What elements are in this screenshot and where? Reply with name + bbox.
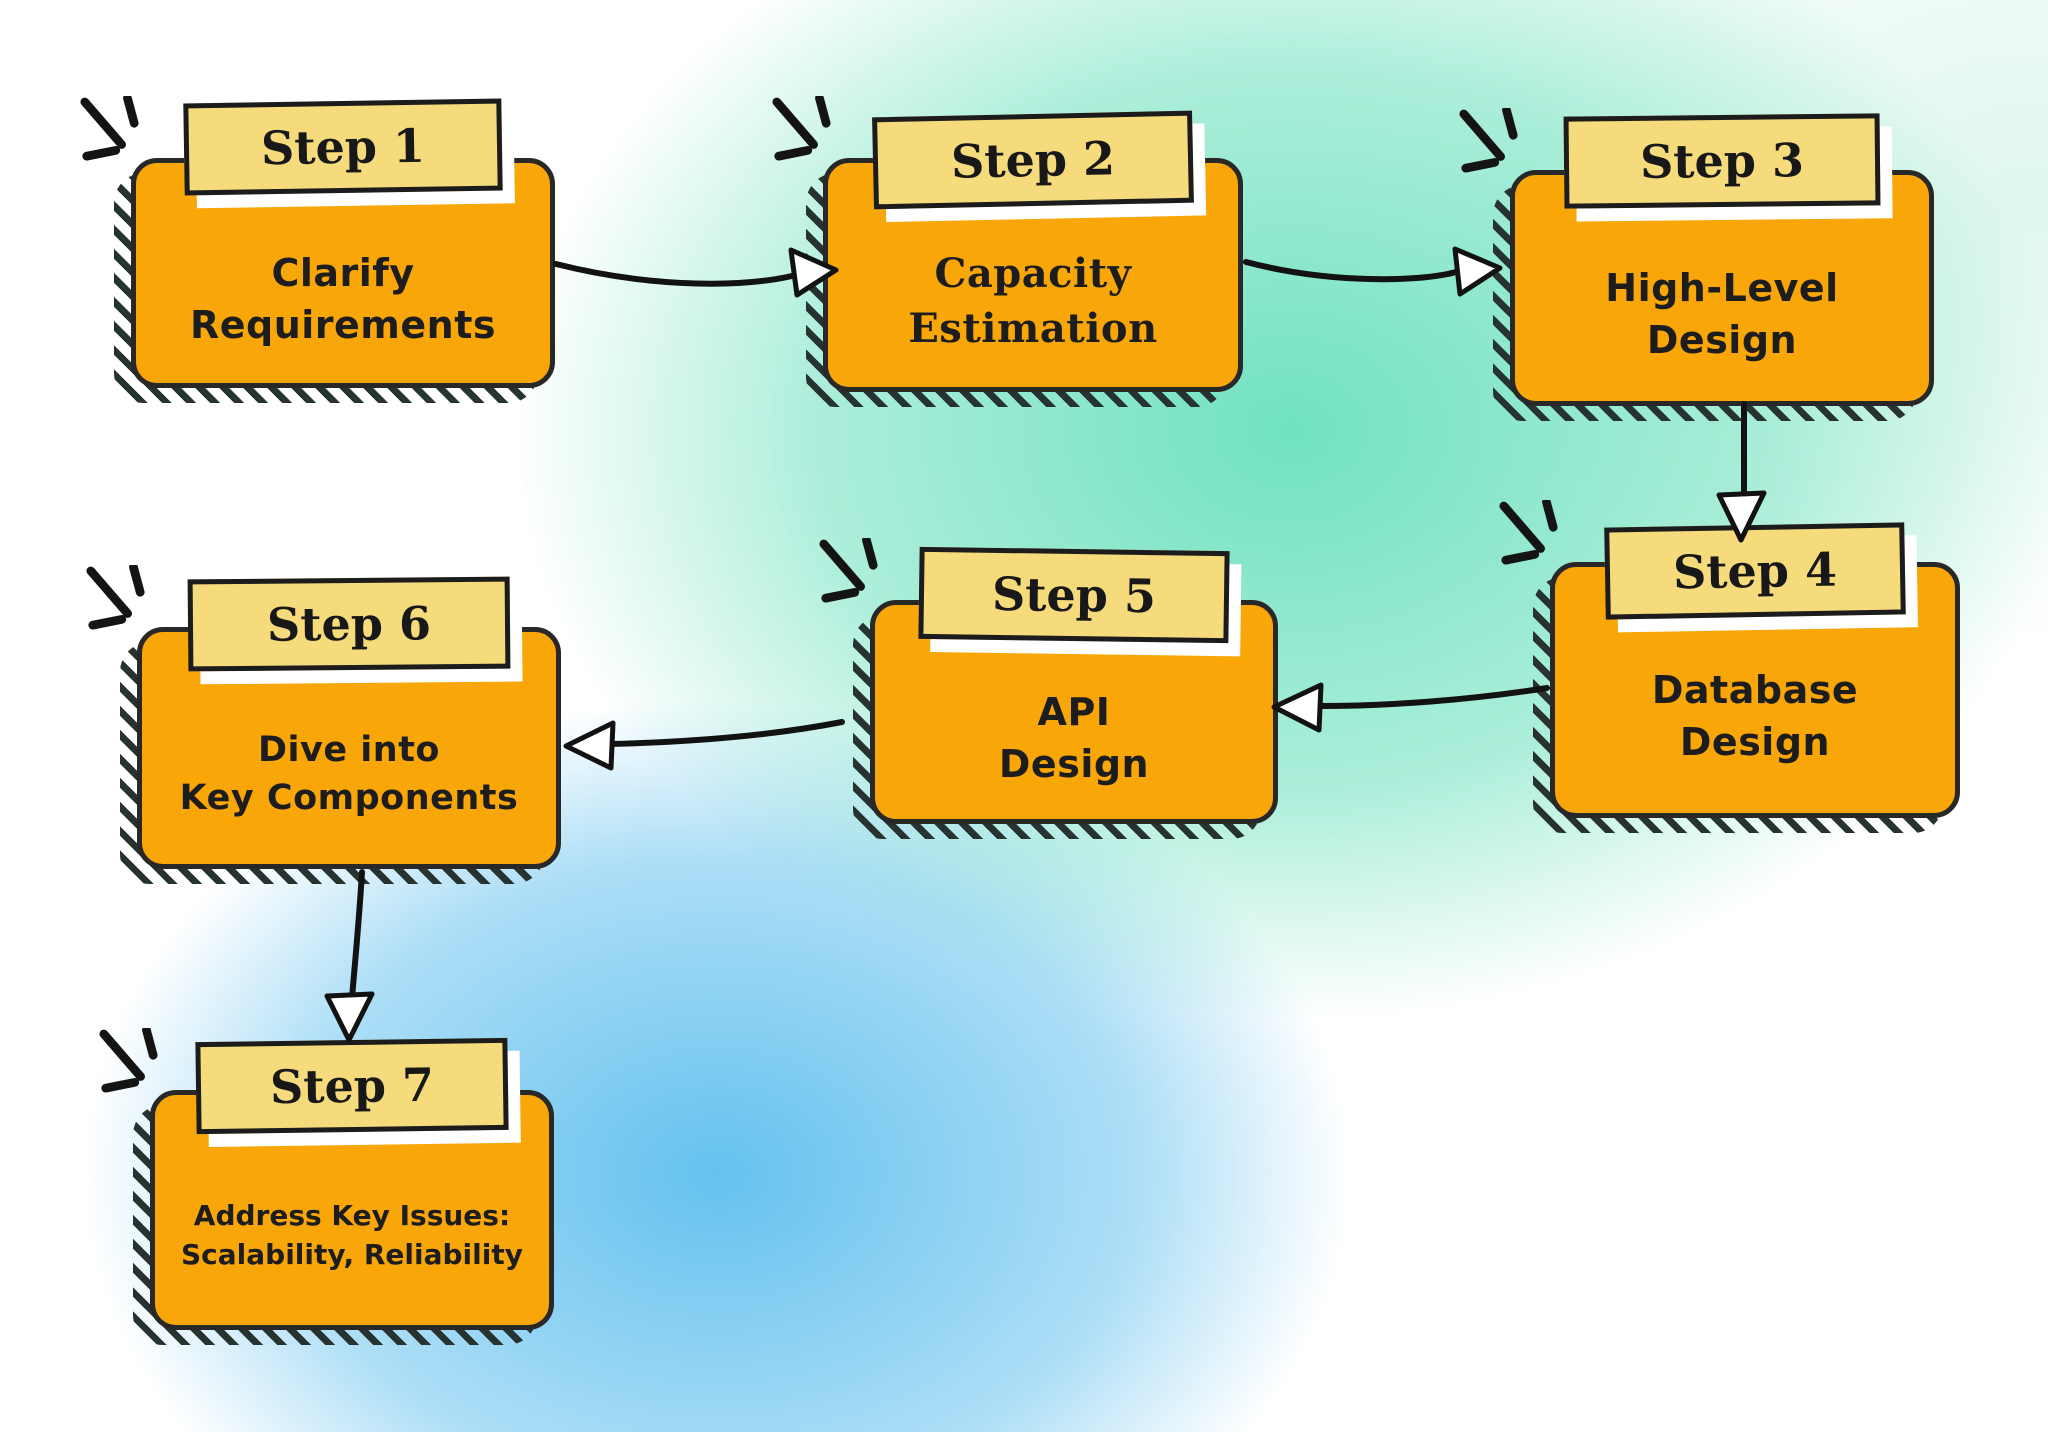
step-7-label: Step 7: [269, 1057, 435, 1115]
step-3-text: High-Level Design: [1605, 265, 1839, 362]
step-3-card: Step 3 High-Level Design: [1459, 108, 1934, 421]
step-1-card: Step 1 Clarify Requirements: [80, 96, 555, 403]
step-1-header: Step 1: [183, 98, 503, 196]
step-1-panel: Step 1 Clarify Requirements: [131, 98, 555, 388]
step-6-card: Step 6 Dive into Key Components: [86, 565, 561, 884]
sparkle-icon: [80, 96, 139, 161]
step-4-text: Database Design: [1651, 667, 1859, 764]
step-6-label: Step 6: [266, 596, 432, 652]
step-4-label: Step 4: [1672, 542, 1838, 600]
step-1-label: Step 1: [260, 118, 426, 176]
sparkle-icon: [99, 1028, 158, 1093]
arrow-step3-step4: [1716, 401, 1767, 543]
arrow-step4-step5: [1271, 682, 1550, 733]
step-5-card: Step 5 API Design: [819, 538, 1278, 839]
step-5-label: Step 5: [991, 566, 1157, 624]
step-7-panel: Step 7 Address Key Issues: Scalability, …: [150, 1037, 554, 1330]
sparkle-icon: [772, 96, 831, 161]
step-4-card: Step 4 Database Design: [1499, 500, 1960, 833]
step-5-panel: Step 5 API Design: [870, 546, 1278, 824]
step-7-header: Step 7: [195, 1037, 509, 1135]
step-3-label: Step 3: [1639, 133, 1805, 189]
sparkle-icon: [86, 565, 145, 630]
arrow-step6-step7: [324, 869, 375, 1043]
step-2-text: Capacity Estimation: [908, 249, 1158, 352]
step-2-panel: Step 2 Capacity Estimation: [823, 110, 1243, 392]
sparkle-icon: [819, 538, 878, 603]
sparkle-icon: [1459, 108, 1518, 173]
arrow-step2-step3: [1243, 246, 1503, 297]
step-3-panel: Step 3 High-Level Design: [1510, 113, 1934, 406]
step-4-header: Step 4: [1604, 522, 1906, 620]
step-3-header: Step 3: [1563, 113, 1881, 209]
step-5-header: Step 5: [918, 546, 1230, 644]
step-7-card: Step 7 Address Key Issues: Scalability, …: [99, 1028, 554, 1345]
arrow-step5-step6: [563, 719, 845, 771]
step-1-text: Clarify Requirements: [189, 250, 497, 347]
step-4-panel: Step 4 Database Design: [1550, 522, 1960, 818]
step-2-label: Step 2: [950, 131, 1116, 189]
step-2-card: Step 2 Capacity Estimation: [772, 96, 1243, 407]
step-2-header: Step 2: [872, 110, 1194, 210]
sparkle-icon: [1499, 500, 1558, 565]
step-7-text: Address Key Issues: Scalability, Reliabi…: [181, 1199, 523, 1271]
step-6-header: Step 6: [187, 576, 511, 672]
step-6-text: Dive into Key Components: [179, 729, 519, 818]
arrow-step1-step2: [553, 247, 839, 298]
step-5-text: API Design: [998, 689, 1150, 786]
step-6-panel: Step 6 Dive into Key Components: [137, 576, 561, 869]
